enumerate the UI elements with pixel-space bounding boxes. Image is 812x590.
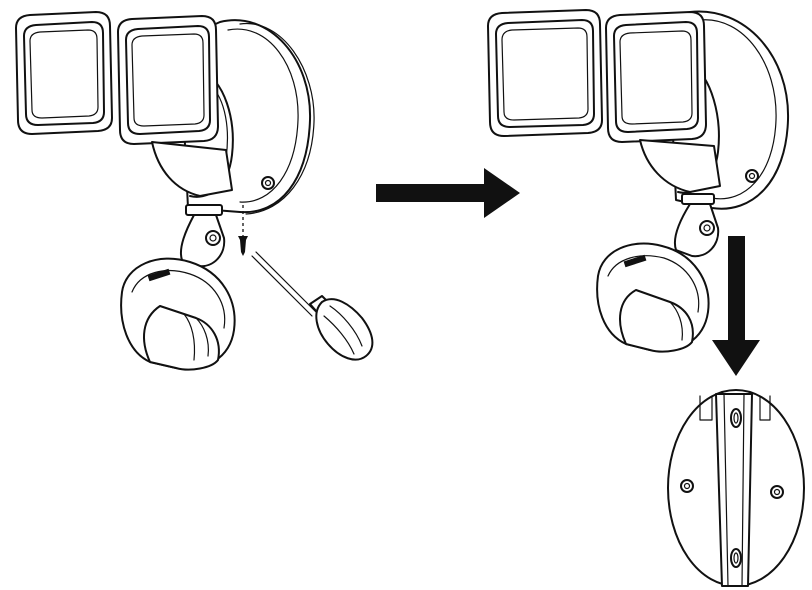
step-1-fixture (15, 11, 374, 371)
mounting-plate (667, 389, 805, 587)
mounting-screw (238, 205, 248, 256)
plate-hole-right (770, 485, 784, 499)
plate-hole-left (680, 479, 694, 493)
sensor-neck (180, 204, 226, 268)
lamp-head-right-2 (605, 11, 721, 193)
screwdriver (251, 251, 374, 361)
plate-slot-bottom (730, 548, 742, 568)
lamp-head-left-2 (487, 9, 603, 137)
sensor-neck-2 (674, 193, 720, 258)
step-2-fixture (487, 9, 790, 353)
lamp-head-right (117, 15, 233, 197)
motion-sensor (120, 257, 236, 371)
arrow-down (712, 236, 760, 376)
arrow-right (376, 168, 520, 218)
motion-sensor-2 (596, 242, 710, 353)
lamp-head-left (15, 11, 113, 135)
plate-slot-top (730, 408, 742, 428)
